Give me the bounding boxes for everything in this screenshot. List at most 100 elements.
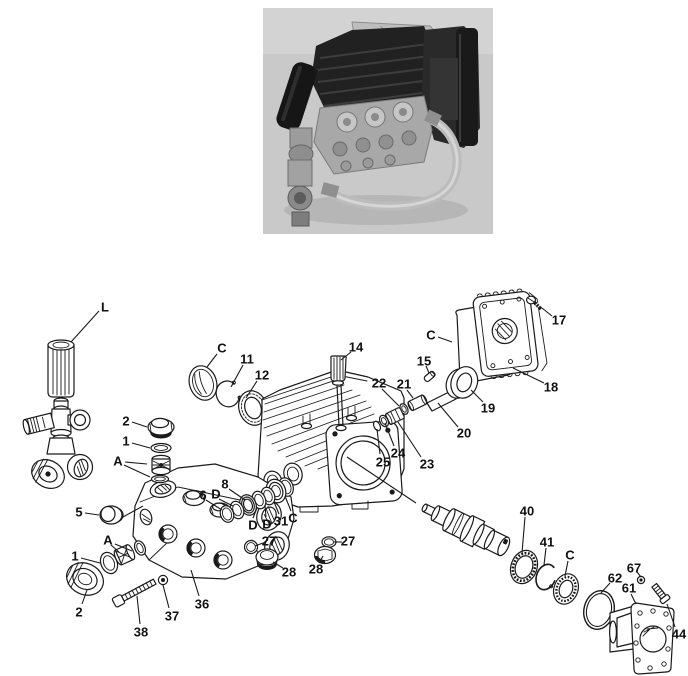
callout-label-5-19: 5	[75, 505, 82, 520]
callout-label-20-12: 20	[457, 426, 471, 441]
leader-line-18-7-0	[512, 367, 545, 384]
leader-line-12-3-0	[245, 380, 258, 399]
callout-label-40-37: 40	[520, 504, 534, 519]
part-mounting-flange-61	[608, 602, 675, 675]
callout-label-1-32: 1	[71, 549, 78, 564]
leader-line-28-30-0	[318, 555, 324, 564]
callout-label-c-39: C	[565, 548, 575, 563]
part-pin-21	[407, 394, 428, 412]
manifold-left-port	[139, 508, 153, 526]
callout-label-28-30: 28	[309, 562, 323, 577]
callout-label-c-6: C	[426, 328, 436, 343]
callout-label-1-17: 1	[122, 434, 129, 449]
leader-line-a-18-0	[124, 461, 148, 465]
part-dipstick-14	[330, 355, 347, 432]
leader-line-22-9-0	[381, 388, 400, 407]
leader-line-d-24-0	[264, 504, 267, 518]
callout-label-2-33: 2	[75, 605, 82, 620]
part-bolt-44	[651, 582, 671, 605]
leader-line-31-25-0	[273, 501, 280, 515]
leader-line-62-40-0	[600, 582, 611, 594]
callout-label-61-42: 61	[622, 581, 636, 596]
callout-label-38-34: 38	[134, 625, 148, 640]
crankshaft-position-line	[346, 456, 417, 504]
unloader-outlet-port	[73, 458, 89, 478]
photo-unloader-handle	[276, 62, 317, 131]
callout-label-d-21: D	[211, 487, 220, 502]
leader-line-24-14-0	[384, 422, 395, 447]
callout-label-41-38: 41	[540, 535, 554, 550]
leader-line-d-23-0	[252, 507, 258, 519]
callout-label-31-25: 31	[274, 514, 288, 529]
callout-label-15-8: 15	[417, 354, 431, 369]
callout-label-19-11: 19	[481, 401, 495, 416]
leader-line-a-18-1	[123, 464, 151, 478]
leader-line-c-39-0	[564, 560, 569, 577]
callout-label-l-0: L	[101, 300, 109, 315]
valve-cartridge-top	[151, 454, 171, 476]
leader-line-1-32-0	[80, 557, 101, 564]
part-nut-67	[636, 575, 646, 585]
photo-fittings	[287, 127, 314, 227]
part-oring-27-right	[321, 536, 337, 548]
unloader-left-nipple	[22, 412, 55, 435]
leader-line-38-34-0	[136, 595, 141, 625]
callout-label-18-7: 18	[544, 380, 558, 395]
callout-label-12-3: 12	[255, 368, 269, 383]
part-retaining-ring-41	[535, 563, 557, 591]
part-shaft-seal-c	[552, 573, 580, 605]
leader-line-8-22-0	[228, 488, 246, 501]
leader-line-a-31-1	[114, 543, 133, 552]
callout-label-36-36: 36	[195, 597, 209, 612]
callout-label-6-20: 6	[199, 488, 206, 503]
manifold-valve-port	[149, 480, 177, 498]
part-pin-15	[423, 370, 436, 383]
callout-label-28-28: 28	[282, 565, 296, 580]
part-crankshaft	[421, 503, 511, 557]
leader-line-l-0-0	[70, 310, 100, 343]
leader-line-61-42-0	[630, 593, 637, 605]
part-plug-5	[99, 505, 124, 525]
part-bearing-40	[509, 549, 539, 585]
leader-line-36-36-0	[190, 569, 200, 597]
leader-line-40-37-0	[521, 516, 526, 554]
photo-crankcase	[311, 26, 435, 120]
leader-line-20-12-0	[437, 402, 459, 428]
leader-line-5-19-1	[122, 505, 144, 518]
leader-line-2-33-0	[81, 589, 88, 605]
leader-line-d-21-0	[218, 498, 234, 507]
crankcase-front-plate	[325, 420, 403, 506]
leader-line-15-8-0	[425, 365, 430, 374]
part-seal-stack	[219, 477, 294, 523]
callout-label-62-40: 62	[608, 571, 622, 586]
part-sight-glass	[188, 365, 218, 401]
callout-label-11-2: 11	[240, 352, 254, 367]
callout-label-22-9: 22	[372, 376, 386, 391]
part-bolt-38	[111, 574, 169, 608]
part-ring-25	[372, 420, 382, 432]
part-plug-28-right	[313, 545, 337, 565]
part-rod-assembly	[372, 366, 479, 432]
leader-line-19-11-0	[470, 389, 484, 403]
part-unloader-valve	[22, 339, 94, 489]
callout-label-c-26: C	[288, 511, 298, 526]
callout-label-44-43: 44	[672, 627, 687, 642]
product-photo	[263, 8, 493, 234]
leader-line-21-10-0	[406, 389, 414, 399]
callout-label-d-23: D	[248, 518, 257, 533]
crankcase-studs	[300, 405, 358, 430]
photo-pump-head	[313, 95, 433, 175]
photo-hose	[320, 109, 462, 211]
part-oil-seal-12	[238, 390, 268, 426]
callout-label-a-18: A	[113, 454, 123, 469]
part-rear-cover-18	[472, 288, 548, 380]
leader-line-37-35-0	[162, 584, 170, 609]
part-plug-28-left	[255, 548, 279, 570]
callout-label-21-10: 21	[397, 377, 411, 392]
leader-line-44-43-0	[666, 603, 676, 628]
leader-line-23-13-0	[397, 421, 422, 458]
callout-label-67-41: 67	[627, 561, 641, 576]
